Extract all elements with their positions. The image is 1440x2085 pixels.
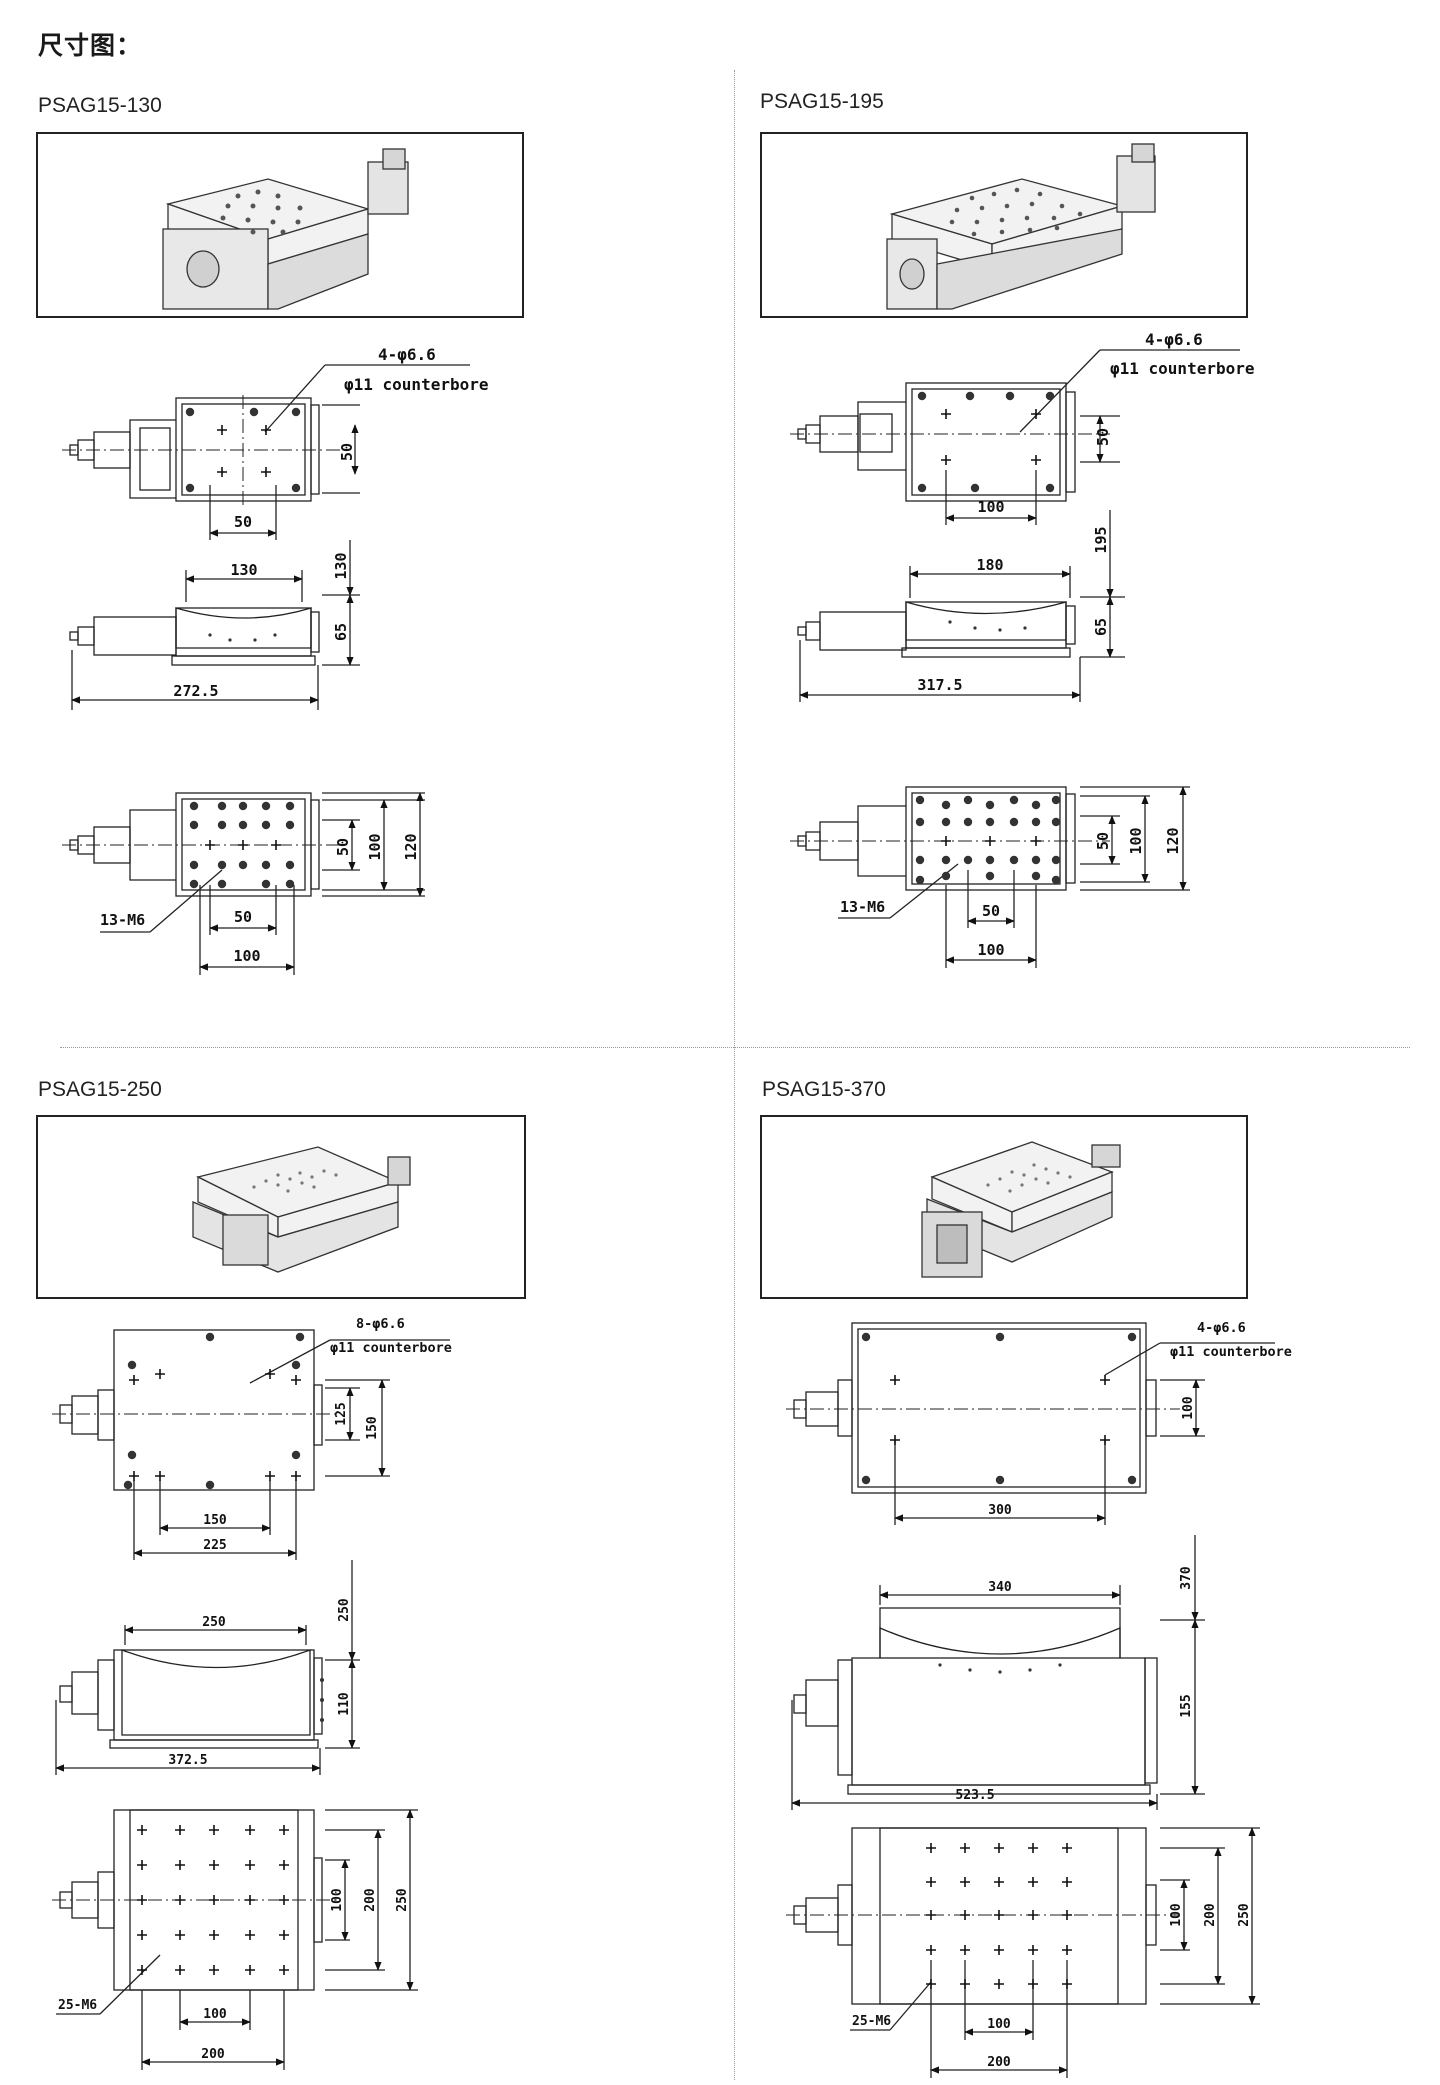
psag15-130-bottom-note: 13-M6: [100, 911, 145, 929]
vertical-divider: [734, 70, 735, 2080]
psag15-370-side-dim-v-top: 370: [1179, 1566, 1194, 1590]
horizontal-divider: [60, 1047, 1410, 1048]
psag15-195-side-dim-v-bottom: 65: [1092, 618, 1110, 636]
model-name-psag15-250: PSAG15-250: [38, 1078, 162, 1101]
psag15-130-bottom-dim-v2: 100: [366, 833, 384, 860]
psag15-195-top-dim-v: 50: [1094, 428, 1112, 446]
psag15-250-bottom-view: [52, 1809, 418, 2070]
psag15-130-side-dim-top: 130: [230, 561, 257, 579]
psag15-250-side-dim-top: 250: [202, 1615, 226, 1630]
psag15-250-hole-note: 8-φ6.6: [356, 1316, 405, 1332]
psag15-370-bottom-dim-v2: 200: [1203, 1903, 1218, 1927]
hole-markers: [123, 391, 1137, 1990]
psag15-130-counterbore-note: φ11 counterbore: [344, 375, 489, 394]
psag15-250-bottom-dim-v1: 100: [330, 1888, 345, 1912]
psag15-195-bottom-dim-v3: 120: [1164, 827, 1182, 854]
psag15-195-side-dim-total: 317.5: [917, 676, 962, 694]
psag15-250-bottom-dim-v2: 200: [363, 1888, 378, 1912]
psag15-195-counterbore-note: φ11 counterbore: [1110, 359, 1255, 378]
psag15-130-bottom-dim-v1: 50: [334, 838, 352, 856]
psag15-370-side-dim-total: 523.5: [955, 1788, 994, 1803]
psag15-130-side-dim-v-bottom: 65: [332, 623, 350, 641]
psag15-130-top-dim-v: 50: [338, 443, 356, 461]
psag15-250-bottom-dim-v3: 250: [395, 1888, 410, 1912]
psag15-250-side-dim-total: 372.5: [168, 1753, 207, 1768]
psag15-370-side-dim-top: 340: [988, 1580, 1012, 1595]
psag15-130-bottom-dim-h1: 50: [234, 908, 252, 926]
psag15-370-bottom-dim-h2: 200: [987, 2055, 1011, 2070]
psag15-370-bottom-view: [786, 1827, 1260, 2078]
psag15-195-bottom-dim-h2: 100: [977, 941, 1004, 959]
psag15-195-side-view: [797, 510, 1125, 702]
psag15-250-top-view: [52, 1329, 450, 1560]
psag15-130-bottom-dim-v3: 120: [402, 833, 420, 860]
psag15-250-top-dim-v2: 150: [365, 1416, 380, 1440]
model-name-psag15-370: PSAG15-370: [762, 1078, 886, 1101]
product-image-psag15-130: [36, 132, 524, 318]
product-image-psag15-195: [760, 132, 1248, 318]
psag15-130-side-dim-v-top: 130: [332, 552, 350, 579]
psag15-195-top-dim-h: 100: [977, 498, 1004, 516]
page-title: 尺寸图：: [38, 31, 143, 60]
psag15-130-bottom-view: [62, 792, 425, 975]
psag15-370-bottom-dim-v3: 250: [1237, 1903, 1252, 1927]
psag15-250-side-view: [55, 1560, 360, 1775]
psag15-250-bottom-dim-h1: 100: [203, 2007, 227, 2022]
psag15-195-bottom-note: 13-M6: [840, 898, 885, 916]
psag15-250-top-dim-h2: 225: [203, 1538, 226, 1553]
model-name-psag15-195: PSAG15-195: [760, 90, 884, 113]
psag15-195-bottom-dim-v1: 50: [1094, 832, 1112, 850]
psag15-370-top-view: [786, 1322, 1275, 1525]
psag15-195-hole-note: 4-φ6.6: [1145, 330, 1203, 349]
product-image-psag15-370: [760, 1115, 1248, 1299]
psag15-250-counterbore-note: φ11 counterbore: [330, 1340, 452, 1356]
psag15-370-top-dim-v: 100: [1181, 1396, 1196, 1420]
psag15-370-side-view: [791, 1535, 1205, 1810]
psag15-250-bottom-note: 25-M6: [58, 1998, 97, 2013]
psag15-130-bottom-dim-h2: 100: [233, 947, 260, 965]
psag15-370-bottom-note: 25-M6: [852, 2014, 891, 2029]
psag15-370-side-dim-v-bottom: 155: [1179, 1694, 1194, 1717]
psag15-130-top-view: [62, 364, 470, 540]
psag15-130-top-dim-h: 50: [234, 513, 252, 531]
psag15-370-top-dim-h: 300: [988, 1503, 1012, 1518]
psag15-370-hole-note: 4-φ6.6: [1197, 1320, 1246, 1336]
psag15-195-side-dim-top: 180: [976, 556, 1003, 574]
psag15-130-side-dim-total: 272.5: [173, 682, 218, 700]
psag15-370-bottom-dim-v1: 100: [1169, 1903, 1184, 1927]
psag15-250-bottom-dim-h2: 200: [201, 2047, 225, 2062]
psag15-370-counterbore-note: φ11 counterbore: [1170, 1344, 1292, 1360]
psag15-370-bottom-dim-h1: 100: [987, 2017, 1011, 2032]
model-name-psag15-130: PSAG15-130: [38, 94, 162, 117]
psag15-250-top-dim-v1: 125: [334, 1402, 349, 1425]
psag15-130-side-view: [69, 540, 360, 710]
psag15-250-side-dim-v-top: 250: [337, 1598, 352, 1622]
product-image-psag15-250: [36, 1115, 526, 1299]
psag15-195-top-view: [790, 349, 1240, 525]
psag15-195-bottom-view: [790, 786, 1190, 968]
psag15-130-hole-note: 4-φ6.6: [378, 345, 436, 364]
psag15-195-bottom-dim-h1: 50: [982, 902, 1000, 920]
psag15-195-bottom-dim-v2: 100: [1127, 827, 1145, 854]
psag15-250-top-dim-h1: 150: [203, 1513, 227, 1528]
psag15-195-side-dim-v-top: 195: [1092, 526, 1110, 553]
psag15-250-side-dim-v-bottom: 110: [337, 1692, 352, 1716]
